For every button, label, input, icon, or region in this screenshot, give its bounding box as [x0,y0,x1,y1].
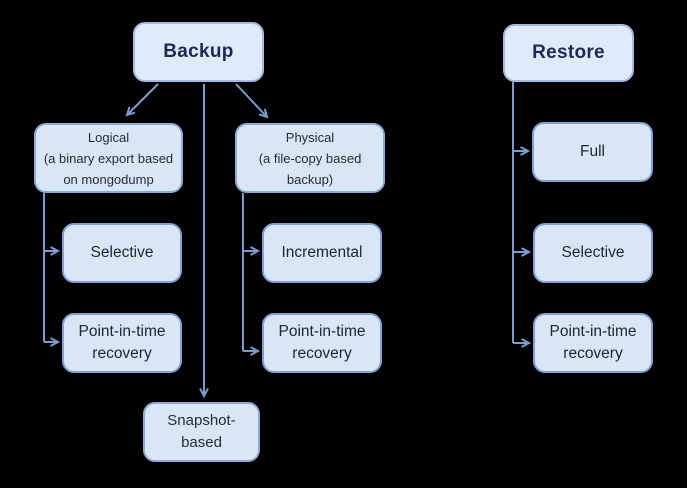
node-incremental-label: Incremental [281,244,363,261]
node-restore-label: Restore [532,42,605,63]
node-physical-desc-2: backup) [286,171,334,187]
node-selective-backup-label: Selective [90,244,154,261]
node-physical-title: Physical [285,129,335,145]
node-point-in-time-recovery-restore: Point-in-time recovery [533,313,653,373]
node-logical-desc-1: (a binary export based [43,150,174,166]
node-selective-backup: Selective [62,223,182,283]
node-selective-restore-label: Selective [561,244,625,261]
snapshot-line-1: Snapshot- [167,412,236,429]
node-snapshot-based: Snapshot- based [143,402,260,462]
node-physical: Physical (a file-copy based backup) [235,123,385,193]
node-backup: Backup [133,22,264,82]
node-physical-desc-1: (a file-copy based [258,150,362,166]
pitr-physical-line-1: Point-in-time [278,323,366,340]
node-point-in-time-recovery-physical: Point-in-time recovery [262,313,382,373]
pitr-backup-line-1: Point-in-time [78,323,166,340]
node-full: Full [532,122,653,182]
pitr-backup-line-2: recovery [92,345,152,362]
node-point-in-time-recovery-backup: Point-in-time recovery [62,313,182,373]
node-full-label: Full [580,143,605,160]
snapshot-line-2: based [181,434,222,451]
pitr-restore-line-2: recovery [563,345,623,362]
pitr-physical-line-2: recovery [292,345,352,362]
node-logical-title: Logical [87,129,130,145]
node-backup-label: Backup [163,41,234,62]
node-selective-restore: Selective [533,223,653,283]
node-incremental: Incremental [262,223,382,283]
pitr-restore-line-1: Point-in-time [549,323,637,340]
arrow-backup-to-physical [235,83,267,117]
arrow-backup-to-logical [127,83,159,115]
node-logical: Logical (a binary export based on mongod… [34,123,183,193]
node-logical-desc-2: on mongodump [63,171,154,187]
node-restore: Restore [503,24,634,82]
